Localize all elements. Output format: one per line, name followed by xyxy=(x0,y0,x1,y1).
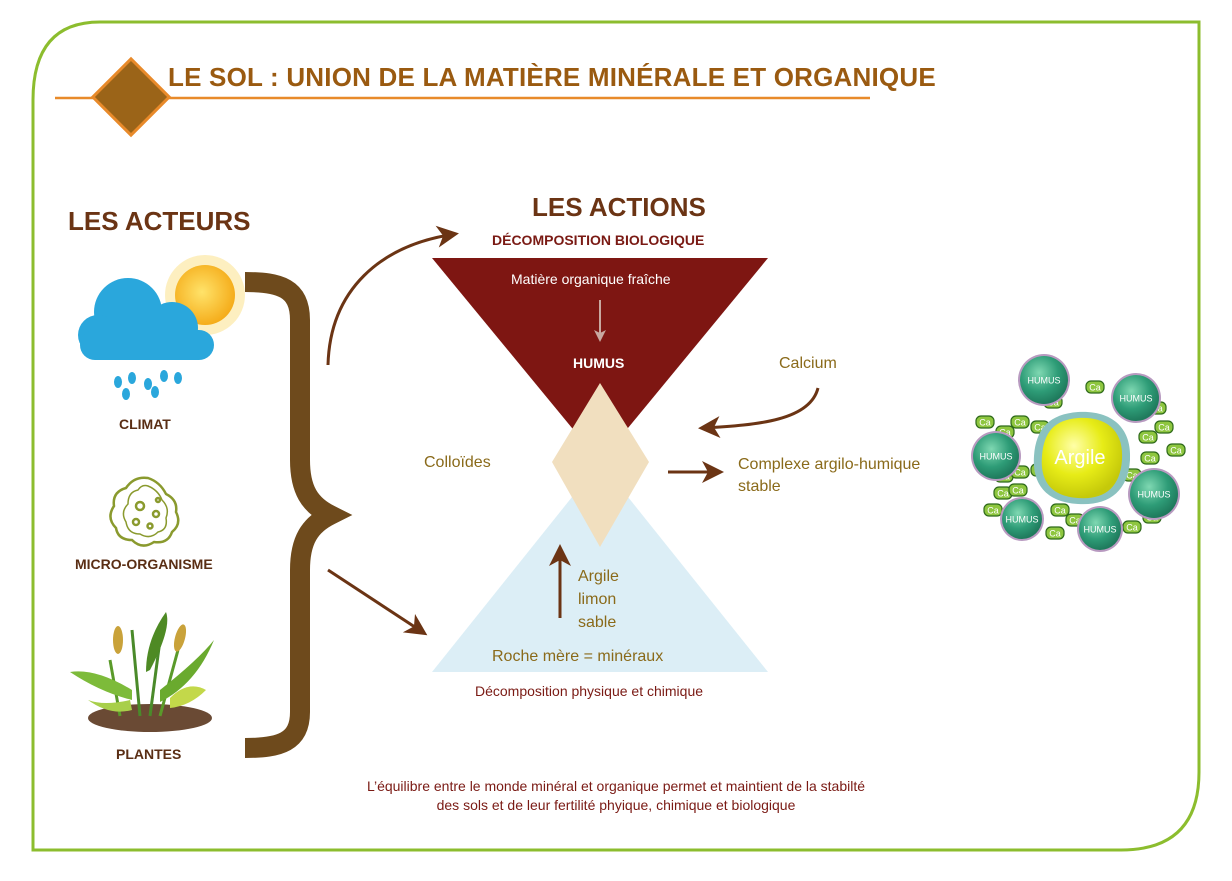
ca-ion: Ca xyxy=(1122,520,1142,534)
humus-bubble-label: HUMUS xyxy=(1028,376,1061,386)
humus-bubble-label: HUMUS xyxy=(980,452,1013,462)
mineral-label-argile: Argile xyxy=(578,568,619,585)
ca-label: Ca xyxy=(1170,446,1182,456)
actor-label-plantes: PLANTES xyxy=(116,746,182,762)
colloid-diamond xyxy=(552,383,649,547)
humus-bubble: HUMUS xyxy=(1128,468,1180,520)
ca-ion: Ca xyxy=(1166,443,1186,457)
ca-ion: Ca xyxy=(1154,420,1174,434)
calcium-label: Calcium xyxy=(779,355,837,372)
curly-brace xyxy=(244,272,353,758)
bedrock-label: Roche mère = minéraux xyxy=(492,648,664,665)
microorganism-icon xyxy=(109,476,180,547)
ca-ion: Ca xyxy=(1085,380,1105,394)
actor-label-micro-organisme: MICRO-ORGANISME xyxy=(75,556,213,572)
ca-label: Ca xyxy=(1144,454,1156,464)
humus-label: HUMUS xyxy=(573,355,625,371)
actor-label-climat: CLIMAT xyxy=(119,416,171,432)
physical-chemical-caption: Décomposition physique et chimique xyxy=(475,683,704,699)
page-title: LE SOL : UNION DE LA MATIÈRE MINÉRALE ET… xyxy=(168,62,936,92)
actions-heading: LES ACTIONS xyxy=(532,192,706,222)
ca-label: Ca xyxy=(1049,529,1061,539)
mineral-triangle xyxy=(432,462,768,672)
humus-bubble: HUMUS xyxy=(1000,497,1044,541)
ca-ion: Ca xyxy=(1138,430,1158,444)
ca-label: Ca xyxy=(1034,423,1046,433)
humus-bubble: HUMUS xyxy=(1077,506,1123,552)
actors-heading: LES ACTEURS xyxy=(68,206,251,236)
complex-label-line2: stable xyxy=(738,478,781,495)
humus-bubble-label: HUMUS xyxy=(1120,394,1153,404)
argile-label: Argile xyxy=(1054,447,1105,469)
ca-label: Ca xyxy=(1126,523,1138,533)
ca-label: Ca xyxy=(979,418,991,428)
ca-label: Ca xyxy=(1054,506,1066,516)
mineral-label-limon: limon xyxy=(578,591,617,608)
ca-label: Ca xyxy=(1069,516,1081,526)
ca-label: Ca xyxy=(1014,468,1026,478)
footer-line-1: L’équilibre entre le monde minéral et or… xyxy=(366,778,866,794)
frame-border xyxy=(31,20,1201,852)
footer-line-2: des sols et de leur fertilité phyique, c… xyxy=(436,797,796,813)
title-diamond xyxy=(90,56,172,138)
humus-bubble: HUMUS xyxy=(1111,373,1161,423)
ca-ion: Ca xyxy=(1008,483,1028,497)
humus-clay-cluster: CaCaCaCaCaCaCaCaCaCaCaCaCaCaCaCaCaCaCaCa… xyxy=(971,354,1186,552)
biological-decomposition-caption: DÉCOMPOSITION BIOLOGIQUE xyxy=(492,232,705,248)
complex-label-line1: Complexe argilo-humique xyxy=(738,456,921,473)
ca-label: Ca xyxy=(997,489,1009,499)
humus-bubble-label: HUMUS xyxy=(1006,515,1039,525)
ca-ion: Ca xyxy=(1045,526,1065,540)
ca-label: Ca xyxy=(1012,486,1024,496)
ca-label: Ca xyxy=(987,506,999,516)
actors-to-biological-arrow xyxy=(326,225,459,366)
ca-ion: Ca xyxy=(1140,451,1160,465)
humus-bubble: HUMUS xyxy=(1018,354,1070,406)
rain-drops-icon xyxy=(114,370,182,400)
colloids-label: Colloïdes xyxy=(424,454,491,471)
ca-ion: Ca xyxy=(983,503,1003,517)
ca-ion: Ca xyxy=(1010,415,1030,429)
ca-ion: Ca xyxy=(1050,503,1070,517)
calcium-arrow xyxy=(698,387,820,439)
mineral-label-sable: sable xyxy=(578,614,617,631)
ca-label: Ca xyxy=(1142,433,1154,443)
organic-triangle xyxy=(432,258,768,462)
cloud-icon xyxy=(78,278,214,360)
argile-core: Argile xyxy=(1033,411,1131,505)
fresh-organic-matter-label: Matière organique fraîche xyxy=(511,271,671,287)
climate-icon xyxy=(78,255,245,400)
actors-to-physical-arrow xyxy=(327,568,428,636)
ca-label: Ca xyxy=(1014,418,1026,428)
ca-label: Ca xyxy=(1089,383,1101,393)
plants-icon xyxy=(70,612,214,732)
ca-label: Ca xyxy=(1158,423,1170,433)
humus-bubble-label: HUMUS xyxy=(1084,525,1117,535)
humus-bubble: HUMUS xyxy=(971,431,1021,481)
humus-bubble-label: HUMUS xyxy=(1138,490,1171,500)
ca-label: Ca xyxy=(999,428,1011,438)
ca-ion: Ca xyxy=(975,415,995,429)
ca-label: Ca xyxy=(1126,471,1138,481)
